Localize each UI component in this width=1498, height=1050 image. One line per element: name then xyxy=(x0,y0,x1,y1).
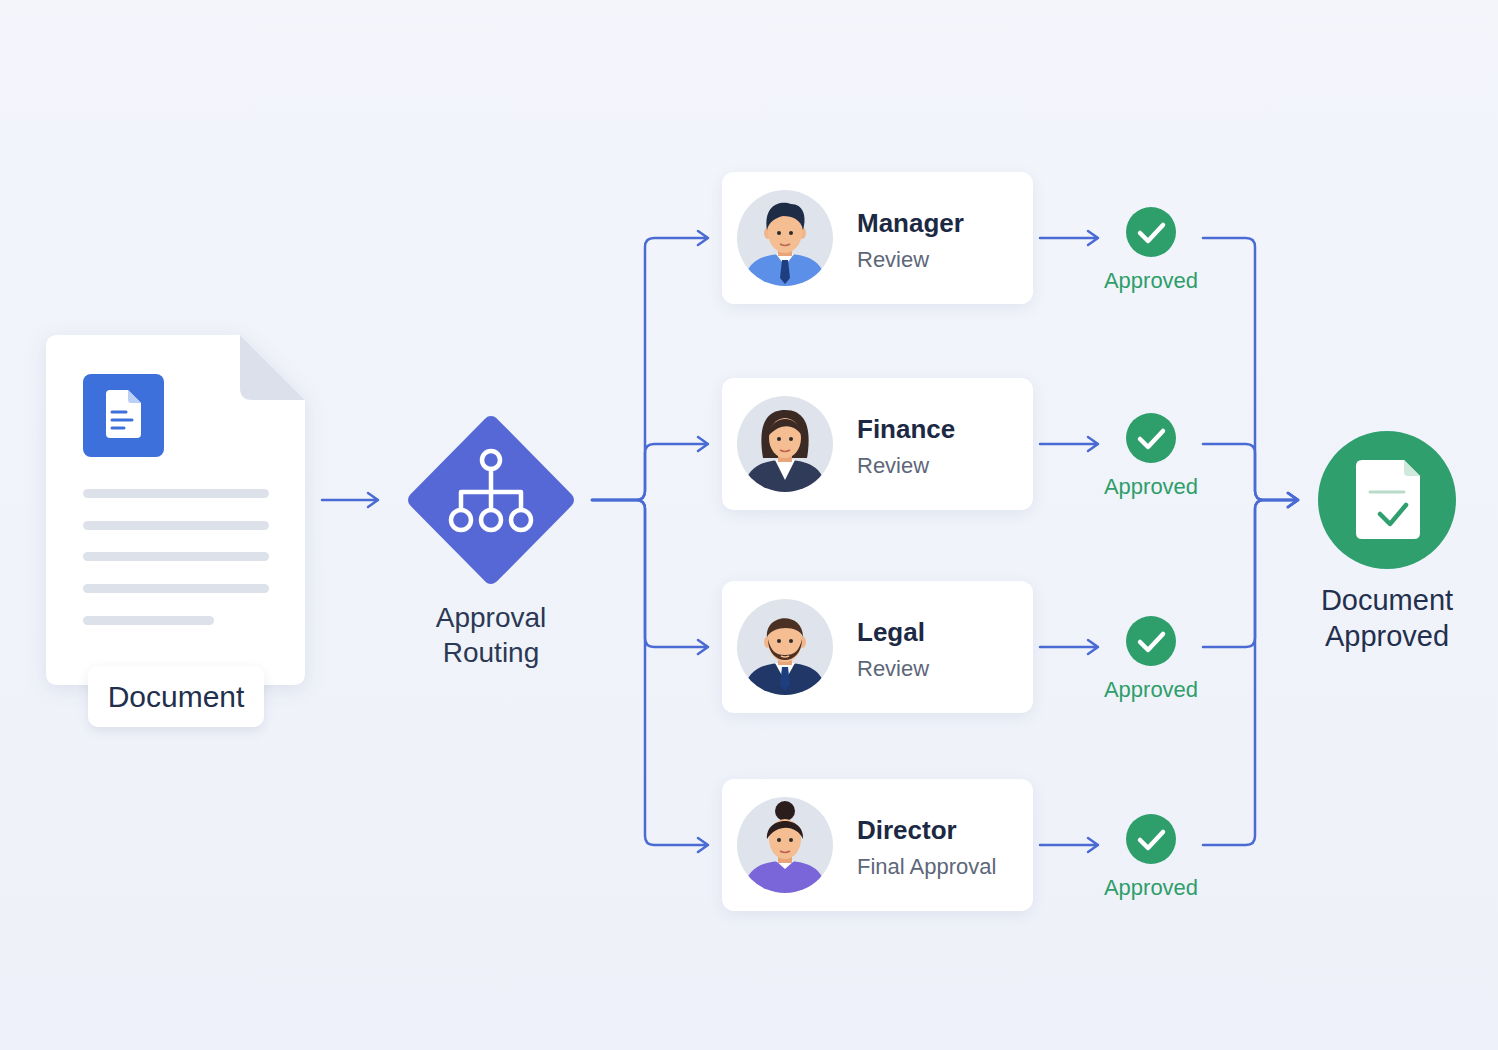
connector-arrow xyxy=(1203,493,1298,647)
review-step: Final Approval xyxy=(857,854,996,880)
connector-arrow xyxy=(322,493,378,507)
connector-arrow xyxy=(1040,640,1098,654)
review-card: DirectorFinal Approval xyxy=(722,779,1033,911)
connector-arrow xyxy=(1203,444,1298,507)
final-badge: Document Approved xyxy=(1318,431,1456,569)
status-label: Approved xyxy=(1081,875,1221,901)
connector-arrow xyxy=(1040,231,1098,245)
review-card: FinanceReview xyxy=(722,378,1033,510)
document-icon xyxy=(83,374,164,457)
reviewer-title: Finance xyxy=(857,414,955,444)
status-label: Approved xyxy=(1081,677,1221,703)
result-label: Document Approved xyxy=(1287,582,1487,654)
text-lines xyxy=(83,489,269,625)
reviewer-title: Manager xyxy=(857,208,964,238)
status-label: Approved xyxy=(1081,268,1221,294)
connector-arrow xyxy=(1040,437,1098,451)
review-step: Review xyxy=(857,247,929,273)
connector-arrow xyxy=(1040,838,1098,852)
approved-document-icon xyxy=(1356,460,1420,539)
connector-arrow xyxy=(592,500,708,654)
avatar xyxy=(737,797,833,895)
diamond-outline xyxy=(406,414,576,586)
approved-badge: Approved xyxy=(1126,616,1176,666)
connector-arrow xyxy=(1203,238,1298,507)
check-mark xyxy=(1140,225,1163,848)
document-page: Document xyxy=(46,335,305,685)
reviewer-title: Legal xyxy=(857,617,925,647)
approved-badge: Approved xyxy=(1126,207,1176,257)
approved-badge: Approved xyxy=(1126,814,1176,864)
page-outline xyxy=(46,335,305,685)
avatar xyxy=(737,396,833,494)
approved-badge: Approved xyxy=(1126,413,1176,463)
routing-label: Approval Routing xyxy=(401,600,581,670)
reviewer-title: Director xyxy=(857,815,957,845)
review-step: Review xyxy=(857,453,929,479)
status-label: Approved xyxy=(1081,474,1221,500)
routing-diamond: Approval Routing xyxy=(406,414,576,586)
connector-arrow xyxy=(592,231,708,500)
review-card: ManagerReview xyxy=(722,172,1033,304)
connector-arrow xyxy=(1203,493,1298,845)
document-label: Document xyxy=(88,666,264,727)
connector-arrow xyxy=(592,500,708,852)
connector-arrow xyxy=(592,437,708,500)
avatar xyxy=(737,190,833,288)
review-step: Review xyxy=(857,656,929,682)
review-card: LegalReview xyxy=(722,581,1033,713)
avatar xyxy=(737,599,833,697)
